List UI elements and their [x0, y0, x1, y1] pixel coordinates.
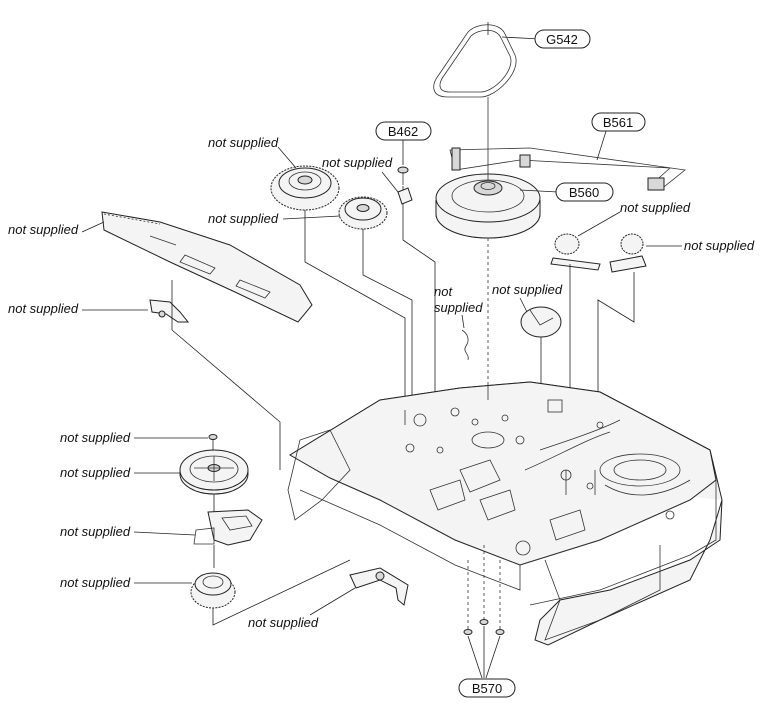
label-ns-bracket: not supplied — [322, 155, 393, 170]
label-ns-medium-gear: not supplied — [208, 211, 279, 226]
holder-bracket — [193, 509, 263, 546]
label-ns-cam-1: not supplied — [620, 200, 691, 215]
ref-g542: G542 — [534, 29, 591, 49]
label-ns-slider: not supplied — [8, 222, 79, 237]
small-lever — [149, 299, 190, 323]
label-ns-lower-bracket: not supplied — [248, 615, 319, 630]
reel-disk — [179, 449, 249, 495]
screws-b570 — [463, 545, 505, 635]
cam-right-1 — [550, 233, 601, 271]
notched-disk — [520, 306, 562, 338]
ref-b462: B462 — [375, 121, 432, 141]
large-gear — [270, 165, 340, 211]
svg-text:B561: B561 — [603, 115, 633, 130]
label-ns-cam-2: not supplied — [684, 238, 755, 253]
label-ns-lever: not supplied — [8, 301, 79, 316]
medium-gear — [338, 196, 388, 230]
ref-b561: B561 — [591, 112, 646, 132]
main-chassis — [287, 381, 723, 646]
label-ns-reel: not supplied — [60, 465, 131, 480]
label-ns-spring-a: not — [434, 284, 453, 299]
svg-text:B560: B560 — [569, 185, 599, 200]
label-ns-spring-b: supplied — [434, 300, 483, 315]
ribbon-b561 — [449, 147, 686, 191]
capstan-b560 — [435, 97, 541, 390]
label-ns-disk: not supplied — [492, 282, 563, 297]
ref-b560: B560 — [555, 182, 614, 202]
reel-gear — [190, 572, 236, 609]
label-ns-washer: not supplied — [60, 430, 131, 445]
svg-text:G542: G542 — [546, 32, 578, 47]
svg-text:B570: B570 — [472, 681, 502, 696]
cam-right-2 — [609, 233, 647, 273]
label-ns-holder: not supplied — [60, 524, 131, 539]
ref-b570: B570 — [458, 678, 516, 698]
belt-g542 — [433, 24, 517, 98]
label-ns-reel-gear: not supplied — [60, 575, 131, 590]
small-bracket — [397, 187, 413, 205]
svg-text:B462: B462 — [388, 124, 418, 139]
spring — [461, 329, 469, 361]
slider-rack — [101, 211, 313, 323]
screw-b462 — [397, 166, 409, 185]
lower-bracket — [349, 567, 409, 606]
label-ns-large-gear: not supplied — [208, 135, 279, 150]
washer-small — [208, 434, 218, 440]
